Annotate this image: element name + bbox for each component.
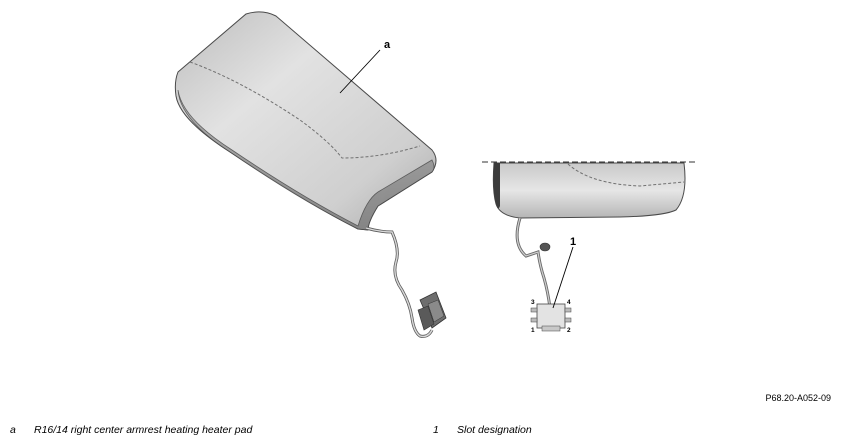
pin-1-label: 1 (531, 327, 535, 334)
armrest-section-body (492, 162, 686, 219)
legend-key: a (10, 424, 16, 436)
legend-item-a: a R16/14 right center armrest heating hea… (10, 424, 252, 436)
callout-1-label: 1 (570, 236, 576, 248)
slot-connector: 3 4 1 2 (530, 299, 572, 334)
heater-pad-lip (177, 89, 435, 231)
callout-a-label: a (384, 39, 391, 51)
legend-key: 1 (433, 424, 439, 436)
heater-pad-seam (189, 61, 421, 159)
legend-item-1: 1 Slot designation (433, 424, 532, 436)
heater-pad-illustration: a (174, 11, 447, 338)
legend-text: R16/14 right center armrest heating heat… (34, 424, 253, 436)
pin-2-label: 2 (567, 327, 571, 334)
legend-text: Slot designation (457, 424, 532, 436)
callout-a-leader (339, 49, 381, 94)
heater-pad-connector (417, 291, 447, 331)
callout-1-leader (552, 246, 574, 309)
installed-cable (515, 217, 552, 309)
installed-detail-illustration: 3 4 1 2 1 (482, 161, 696, 334)
pin-4-label: 4 (567, 299, 571, 306)
pin-3-label: 3 (531, 299, 535, 306)
figure-reference-code: P68.20-A052-09 (765, 393, 831, 403)
armrest-section-seam (567, 163, 685, 187)
